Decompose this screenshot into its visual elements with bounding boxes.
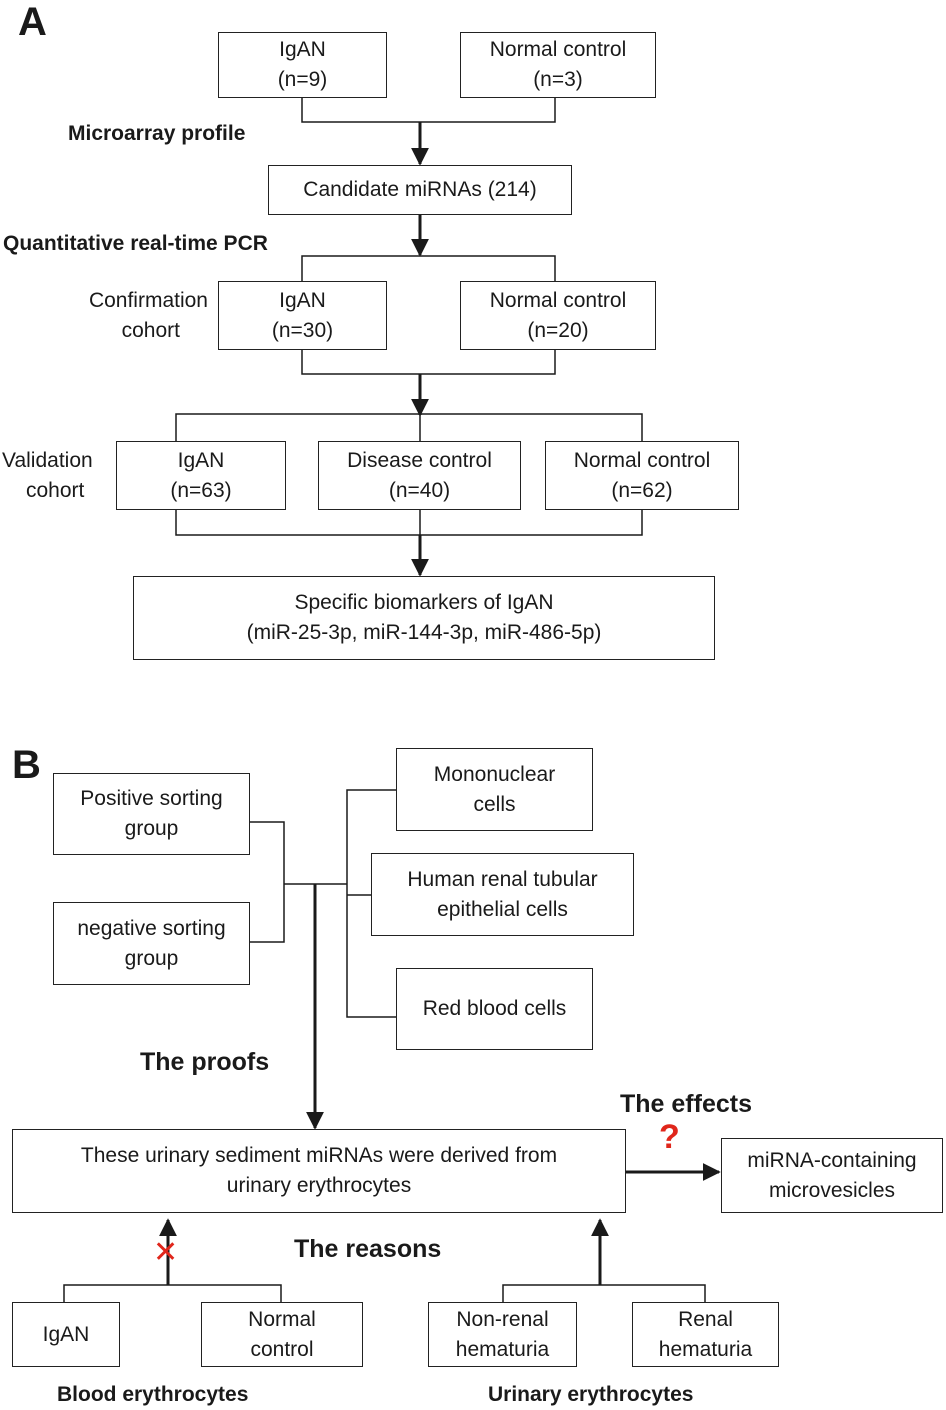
connector-urinary: [502, 1284, 706, 1302]
normal-microarray-name: Normal control: [489, 38, 627, 61]
confirmation-cohort-label: Confirmation cohort: [88, 289, 208, 342]
nonrenal-hematuria-box: Non-renal hematuria: [428, 1302, 577, 1367]
panel-b-letter: B: [12, 743, 41, 787]
effects-label: The effects: [620, 1090, 752, 1118]
pcr-label: Quantitative real-time PCR: [3, 232, 268, 255]
blood-erythrocytes-label: Blood erythrocytes: [57, 1383, 249, 1406]
positive-sorting-box: Positive sorting group: [53, 773, 250, 855]
microvesicles-box: miRNA-containing microvesicles: [721, 1138, 943, 1213]
candidate-mirnas-text: Candidate miRNAs (214): [303, 178, 537, 201]
cross-mark: ✕: [153, 1236, 179, 1269]
disease-validation-box: Disease control (n=40): [318, 441, 521, 510]
mononuclear-box: Mononuclear cells: [396, 748, 593, 831]
microarray-label: Microarray profile: [68, 122, 246, 145]
connector-confirmation-top: [301, 255, 556, 281]
connector-validation-bottom: [175, 509, 643, 536]
urinary-erythrocytes-origin-box: These urinary sediment miRNAs were deriv…: [12, 1129, 626, 1213]
igan-validation-box: IgAN (n=63): [116, 441, 286, 510]
igan-confirmation-box: IgAN (n=30): [218, 281, 387, 350]
normal-microarray-box: Normal control (n=3): [460, 32, 656, 98]
connector-stage1: [301, 97, 556, 123]
question-mark: ?: [659, 1118, 680, 1156]
validation-cohort-label: Validation cohort: [2, 449, 93, 502]
normal-validation-box: Normal control (n=62): [545, 441, 739, 510]
igan-microarray-n: (n=9): [277, 68, 328, 91]
normal-blood-box: Normal control: [201, 1302, 363, 1367]
connector-validation-top: [175, 413, 643, 441]
urinary-erythrocytes-label: Urinary erythrocytes: [488, 1383, 694, 1406]
proofs-label: The proofs: [140, 1048, 270, 1076]
normal-confirmation-box: Normal control (n=20): [460, 281, 656, 350]
igan-blood-box: IgAN: [12, 1302, 120, 1367]
normal-microarray-n: (n=3): [533, 68, 583, 91]
connector-blood: [63, 1284, 282, 1302]
tubular-box: Human renal tubular epithelial cells: [371, 853, 634, 936]
igan-microarray-name: IgAN: [279, 38, 326, 61]
connector-sorting: [249, 821, 285, 943]
connector-celltypes: [346, 789, 396, 1018]
panel-a-letter: A: [18, 0, 47, 44]
red-blood-cells-box: Red blood cells: [396, 968, 593, 1050]
candidate-mirnas-box: Candidate miRNAs (214): [268, 165, 572, 215]
negative-sorting-box: negative sorting group: [53, 902, 250, 985]
igan-microarray-box: IgAN (n=9): [218, 32, 387, 98]
connector-confirmation-bottom: [301, 349, 556, 375]
renal-hematuria-box: Renal hematuria: [632, 1302, 779, 1367]
reasons-label: The reasons: [294, 1235, 442, 1263]
biomarkers-box: Specific biomarkers of IgAN (miR-25-3p, …: [133, 576, 715, 660]
